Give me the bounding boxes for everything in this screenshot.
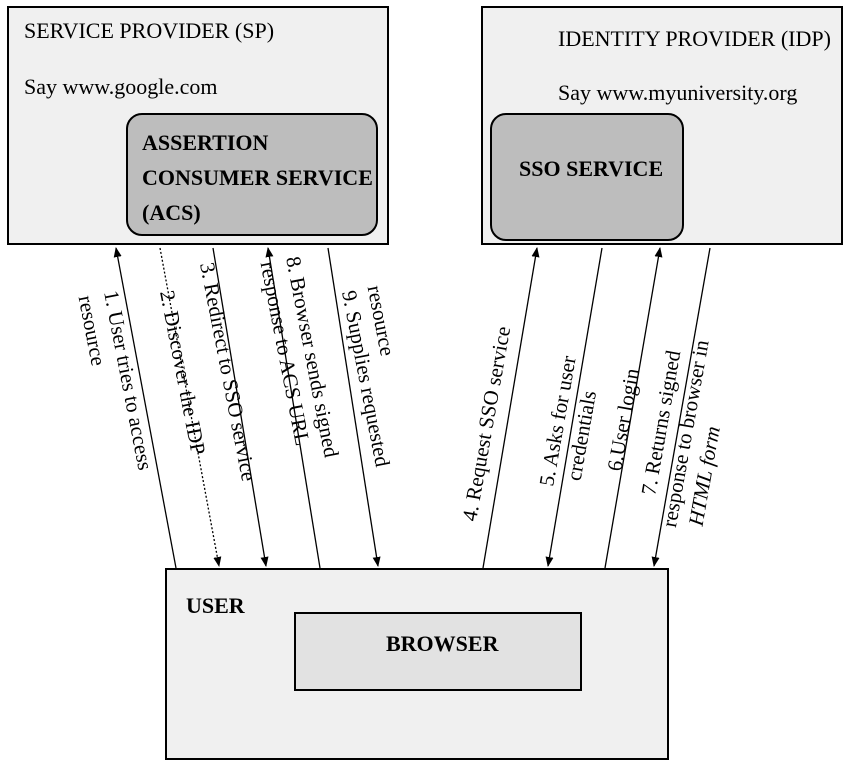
step-6-label: 6.User login [602, 366, 644, 473]
step-4-label: 4. Request SSO service [457, 325, 515, 523]
sso-service-box [490, 113, 684, 241]
acs-label-line2: CONSUMER SERVICE [142, 165, 373, 190]
sso-service-label: SSO SERVICE [519, 156, 664, 181]
acs-label-line3: (ACS) [142, 200, 201, 225]
step-2-label: 2. Discover the IDP [155, 288, 210, 456]
acs-label-line1: ASSERTION [142, 130, 269, 155]
arrow-step-4 [482, 247, 540, 569]
sp-example: Say www.google.com [24, 74, 218, 99]
acs-box [126, 113, 378, 236]
arrow-step-3 [212, 247, 269, 567]
arrow-step-9 [327, 247, 381, 567]
arrow-step-2 [159, 247, 222, 567]
arrow-step-1 [113, 247, 177, 569]
browser-box [294, 612, 582, 691]
arrow-step-7 [651, 247, 711, 567]
arrow-step-6 [604, 247, 663, 569]
idp-title: IDENTITY PROVIDER (IDP) [558, 26, 831, 51]
arrow-step-5 [545, 247, 603, 567]
idp-example: Say www.myuniversity.org [558, 80, 798, 105]
user-title: USER [186, 593, 245, 618]
browser-label: BROWSER [386, 631, 499, 656]
step-1-label-line1: 1. User tries to access [99, 288, 157, 472]
arrow-step-8 [265, 247, 321, 569]
sp-title: SERVICE PROVIDER (SP) [24, 18, 275, 43]
